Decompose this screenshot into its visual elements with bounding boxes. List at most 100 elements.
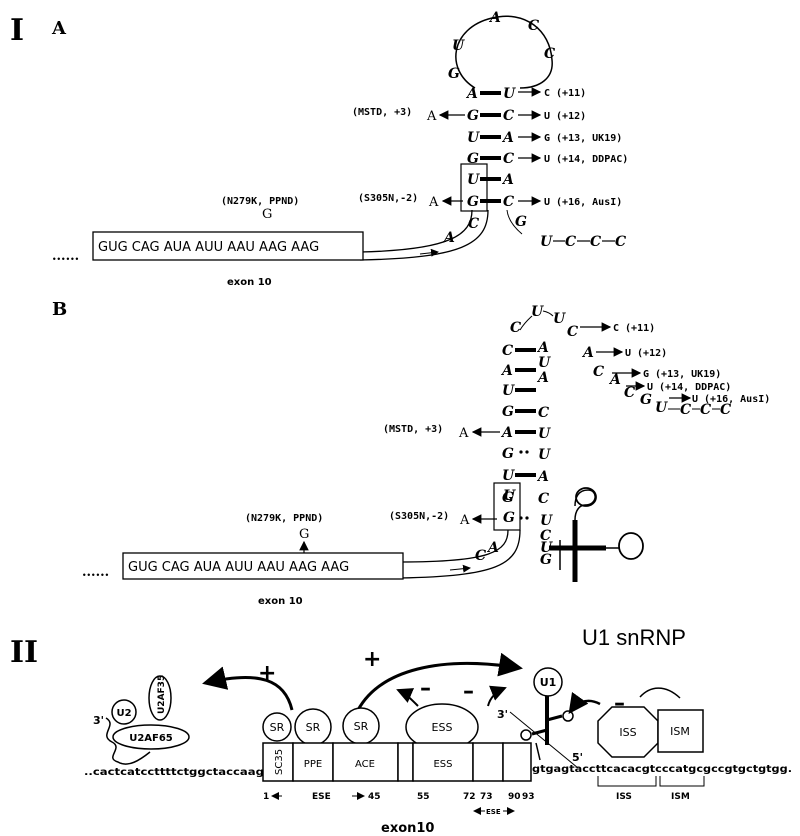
stem-b-r1: U — [538, 355, 551, 371]
iss-protein: ISS — [619, 726, 636, 739]
box-ppe: PPE — [304, 759, 322, 770]
pos-93: 93 — [522, 792, 535, 802]
tail-a-3: U — [540, 234, 553, 250]
ese-label-1: ESE — [312, 792, 331, 802]
panel-II-label: II — [10, 635, 38, 670]
pos-73: 73 — [480, 792, 493, 802]
u2af65-label: U2AF65 — [129, 733, 173, 744]
mut-b-l-top: (MSTD, +3) — [383, 424, 443, 435]
panel-I-label: I — [10, 13, 24, 48]
mut-a-r1: U (+12) — [544, 111, 586, 122]
mut-b-r3: U (+14, DDPAC) — [647, 382, 731, 393]
pos-90: 90 — [508, 792, 521, 802]
stem-a-r3: C — [503, 151, 514, 167]
strand-b-c: C — [475, 548, 486, 564]
panel-B-loop: C U U — [510, 304, 566, 336]
loop-a-2: A — [488, 10, 501, 26]
panel-A-exon: ...... GUG CAG AUA AUU AAU AAG AAG exon … — [52, 231, 364, 288]
mut-a-l-bottom-base: A — [428, 195, 439, 210]
pos-55: 55 — [417, 792, 430, 802]
mut-b-r0: C (+11) — [613, 323, 655, 334]
panel-B-tail: C A C A C G U C C C C (+11) U (+12) G (+… — [567, 322, 770, 418]
pos-45: 45 — [368, 792, 381, 802]
stem-a-l1: G — [467, 108, 479, 124]
ism-region: ISM — [671, 792, 690, 802]
sr-proteins: SR SR SR ESS — [262, 703, 479, 751]
panel-A-loop: U A C C G — [448, 10, 555, 89]
stem-b-l6: U — [502, 468, 515, 484]
stem-a-l0: A — [465, 86, 478, 102]
tail-b-5: G — [640, 392, 652, 408]
tail-a-5: C — [590, 234, 601, 250]
mut-b-r4: U (+16, AusI) — [692, 394, 770, 405]
u1-snrnp-label: U1 snRNP — [582, 625, 686, 650]
panel-B-strand: C A — [399, 529, 521, 579]
iss-region: ISS — [616, 792, 632, 802]
u1-hairpin — [509, 667, 579, 769]
tail-b-4: C — [624, 385, 635, 401]
mut-b-l-bottom: (S305N,-2) — [389, 511, 449, 522]
sequence-b: GUG CAG AUA AUU AAU AAG AAG — [128, 560, 349, 575]
ese-label-2: ESE — [486, 808, 501, 816]
sequence-a: GUG CAG AUA AUU AAU AAG AAG — [98, 240, 319, 255]
loop-b-1: U — [531, 304, 544, 320]
n279k-a: (N279K, PPND) — [221, 196, 299, 207]
u2-label: U2 — [116, 708, 131, 719]
stem-b-r2: A — [536, 370, 549, 386]
mut-a-r0: C (+11) — [544, 88, 586, 99]
stem-a-l3: G — [467, 151, 479, 167]
seq-right: gtgagtaccttcacacgtcccatgcgccgtgctgtgg. — [532, 764, 792, 775]
box-ess: ESS — [433, 759, 452, 770]
tail-b-2: C — [593, 364, 604, 380]
iss-ism: ISS ISM — [597, 706, 704, 758]
box-ace: ACE — [355, 759, 375, 770]
tail-a-4: C — [565, 234, 576, 250]
stem-b-r4: U — [538, 426, 551, 442]
stem-b-u-box: U — [503, 488, 516, 504]
five-prime-u1: 5' — [572, 751, 583, 764]
box-sc35: SC35 — [274, 749, 285, 775]
u1-snrnp-glyph — [549, 487, 644, 582]
stem-a-l5: G — [467, 194, 479, 210]
stem-b-l0: C — [502, 343, 513, 359]
tail-b-0: C — [567, 324, 578, 340]
tail-b-9: C — [720, 402, 731, 418]
mut-b-l-bottom-base: A — [459, 513, 470, 528]
stem-a-r1: C — [503, 108, 514, 124]
minus-3: – — [614, 691, 625, 716]
tail-a-2: G — [515, 214, 527, 230]
stem-a-r5: C — [503, 194, 514, 210]
u2-complex: 3' U2AF65 U2 U2AF35 — [93, 675, 190, 765]
stem-a-r2: A — [501, 130, 514, 146]
loop-a-4: C — [544, 46, 555, 62]
panel-A-tail: C A G U C C C — [359, 209, 626, 261]
stem-a-r0: U — [503, 86, 516, 102]
three-prime-left: 3' — [93, 714, 104, 727]
plus-1: + — [258, 661, 276, 686]
loop-a-1: U — [452, 38, 465, 54]
pos-72: 72 — [463, 792, 476, 802]
mut-a-l-top: (MSTD, +3) — [352, 107, 412, 118]
panel-B-exon: ...... GUG CAG AUA AUU AAU AAG AAG exon … — [82, 552, 404, 607]
minus-1: – — [420, 676, 431, 701]
tail-b-6: U — [655, 400, 668, 416]
tail-b-8: C — [700, 402, 711, 418]
minus-2: – — [463, 679, 474, 704]
stem-b-l5: G — [502, 446, 514, 462]
stem-b-r3: C — [538, 405, 549, 421]
stem-b-bottom-2: U — [540, 540, 553, 556]
panel-A-label: A — [51, 18, 67, 39]
panel-B-label: B — [52, 299, 67, 320]
stem-b-l1: A — [500, 363, 513, 379]
plus-2: + — [363, 647, 381, 672]
stem-b-r7: C — [538, 491, 549, 507]
stem-a-r4: A — [501, 172, 514, 188]
mut-a-r3: U (+14, DDPAC) — [544, 154, 628, 165]
stem-a-l2: U — [467, 130, 480, 146]
n279k-a-base: G — [262, 207, 272, 222]
stem-b-bottom-3: G — [540, 552, 552, 568]
stem-b-r6: A — [536, 469, 549, 485]
stem-b-r5: U — [538, 447, 551, 463]
stem-b-bottom-0: U — [540, 513, 553, 529]
